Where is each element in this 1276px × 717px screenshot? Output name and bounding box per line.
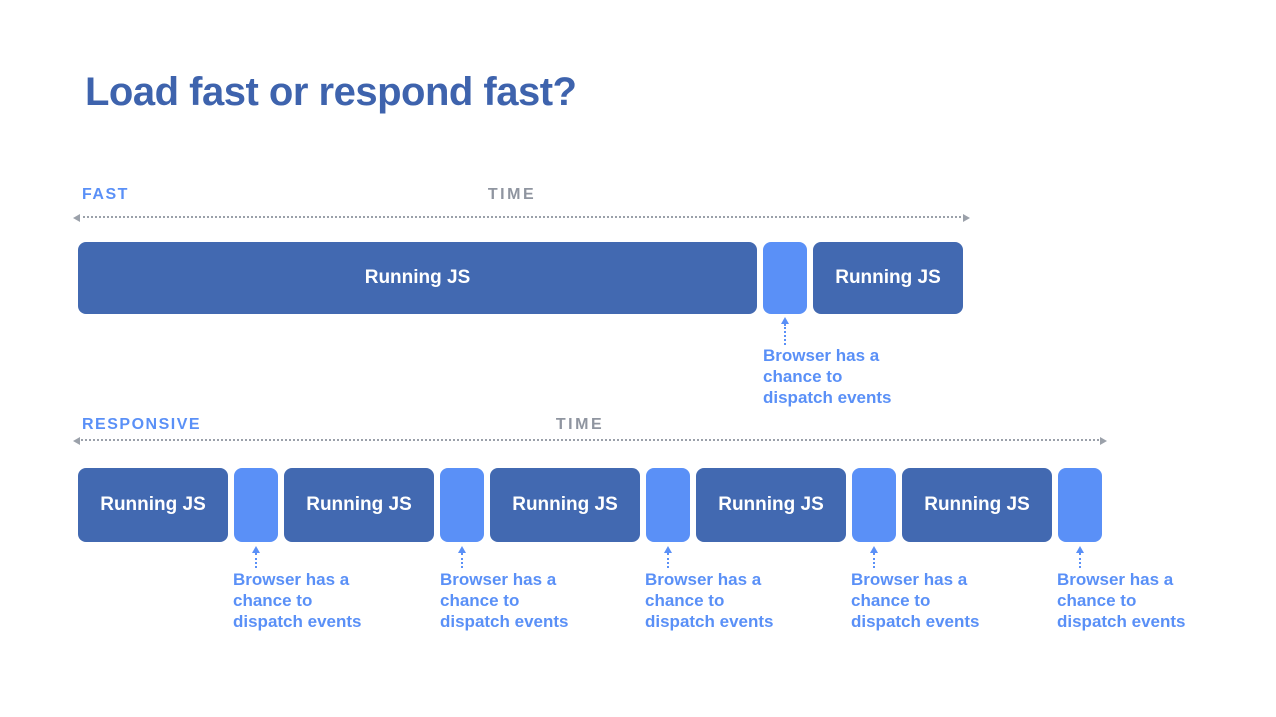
running-js-block: Running JS <box>813 242 963 314</box>
annotation-dispatch-events: Browser has a chance to dispatch events <box>440 570 569 631</box>
annotation-dispatch-events: Browser has a chance to dispatch events <box>645 570 774 631</box>
up-arrow-icon <box>870 546 878 553</box>
up-arrow-icon <box>664 546 672 553</box>
timeline-responsive-blocks: Running JS Running JS Running JS Running… <box>78 468 1102 542</box>
up-arrow-icon <box>1076 546 1084 553</box>
timeline-fast-label: FAST <box>82 186 129 203</box>
running-js-block: Running JS <box>78 242 757 314</box>
running-js-block: Running JS <box>78 468 228 542</box>
arrow-left-icon <box>73 214 80 222</box>
event-gap-block <box>234 468 278 542</box>
timeline-fast-blocks: Running JS Running JS <box>78 242 963 314</box>
event-gap-block <box>852 468 896 542</box>
annotation-dispatch-events: Browser has a chance to dispatch events <box>851 570 980 631</box>
running-js-block: Running JS <box>902 468 1052 542</box>
annotation-dispatch-events: Browser has a chance to dispatch events <box>233 570 362 631</box>
arrow-left-icon <box>73 437 80 445</box>
event-gap-block <box>646 468 690 542</box>
event-gap-block <box>1058 468 1102 542</box>
page-title: Load fast or respond fast? <box>85 70 577 114</box>
annotation-dispatch-events: Browser has a chance to dispatch events <box>763 346 892 407</box>
running-js-block: Running JS <box>490 468 640 542</box>
running-js-block: Running JS <box>284 468 434 542</box>
timeline-fast-time-label: TIME <box>487 186 537 203</box>
arrow-right-icon <box>963 214 970 222</box>
timeline-responsive-axis <box>73 437 1107 445</box>
timeline-responsive-label: RESPONSIVE <box>82 416 202 433</box>
running-js-block: Running JS <box>696 468 846 542</box>
up-arrow-icon <box>458 546 466 553</box>
up-arrow-icon <box>252 546 260 553</box>
up-arrow-stem <box>873 553 875 568</box>
annotation-dispatch-events: Browser has a chance to dispatch events <box>1057 570 1186 631</box>
up-arrow-stem <box>461 553 463 568</box>
timeline-fast-axis <box>73 214 970 222</box>
event-gap-block <box>763 242 807 314</box>
up-arrow-stem <box>667 553 669 568</box>
up-arrow-stem <box>1079 553 1081 568</box>
event-gap-block <box>440 468 484 542</box>
arrow-right-icon <box>1100 437 1107 445</box>
timeline-responsive-time-label: TIME <box>555 416 605 433</box>
up-arrow-icon <box>781 317 789 324</box>
up-arrow-stem <box>255 553 257 568</box>
up-arrow-stem <box>784 324 786 345</box>
